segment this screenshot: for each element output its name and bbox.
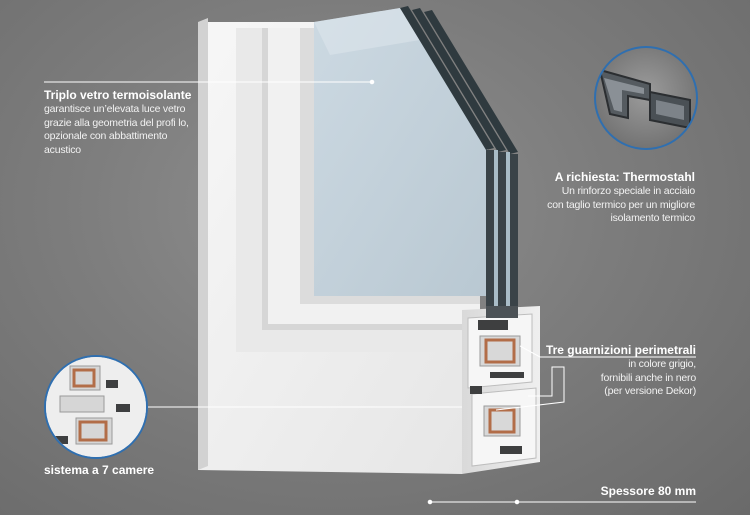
triple-glass-callout: Triplo vetro termoisolante garantisce un… xyxy=(44,88,214,157)
gaskets-title: Tre guarnizioni perimetrali xyxy=(545,343,696,357)
thermostahl-title: A richiesta: Thermostahl xyxy=(554,170,695,184)
gaskets-line: in colore grigio, xyxy=(628,358,696,371)
chambers-title: sistema a 7 camere xyxy=(44,463,155,477)
thermostahl-line: con taglio termico per un migliore xyxy=(547,198,695,211)
triple-glass-pane xyxy=(314,6,518,310)
triple-glass-line: opzionale con abbattimento xyxy=(44,130,168,143)
triple-glass-line: acustico xyxy=(44,143,81,156)
gaskets-callout: Tre guarnizioni perimetrali in colore gr… xyxy=(496,343,696,399)
triple-glass-line: garantisce un’elevata luce vetro xyxy=(44,103,186,116)
gaskets-line: (per versione Dekor) xyxy=(604,385,696,398)
thermostahl-callout: A richiesta: Thermostahl Un rinforzo spe… xyxy=(495,170,695,226)
triple-glass-line: grazie alla geometria del profi lo, xyxy=(44,116,189,129)
thermostahl-line: isolamento termico xyxy=(610,212,695,225)
thermostahl-detail-circle xyxy=(594,46,698,150)
window-frame xyxy=(198,18,480,474)
triple-glass-title: Triplo vetro termoisolante xyxy=(44,88,192,102)
gaskets-line: fornibili anche in nero xyxy=(600,371,696,384)
leader-lines xyxy=(44,79,696,505)
seven-chamber-detail-circle xyxy=(44,355,148,459)
thickness-title: Spessore 80 mm xyxy=(600,484,696,498)
thermostahl-line: Un rinforzo speciale in acciaio xyxy=(561,185,695,198)
chambers-callout: sistema a 7 camere xyxy=(44,463,154,478)
thickness-callout: Spessore 80 mm xyxy=(601,484,696,499)
